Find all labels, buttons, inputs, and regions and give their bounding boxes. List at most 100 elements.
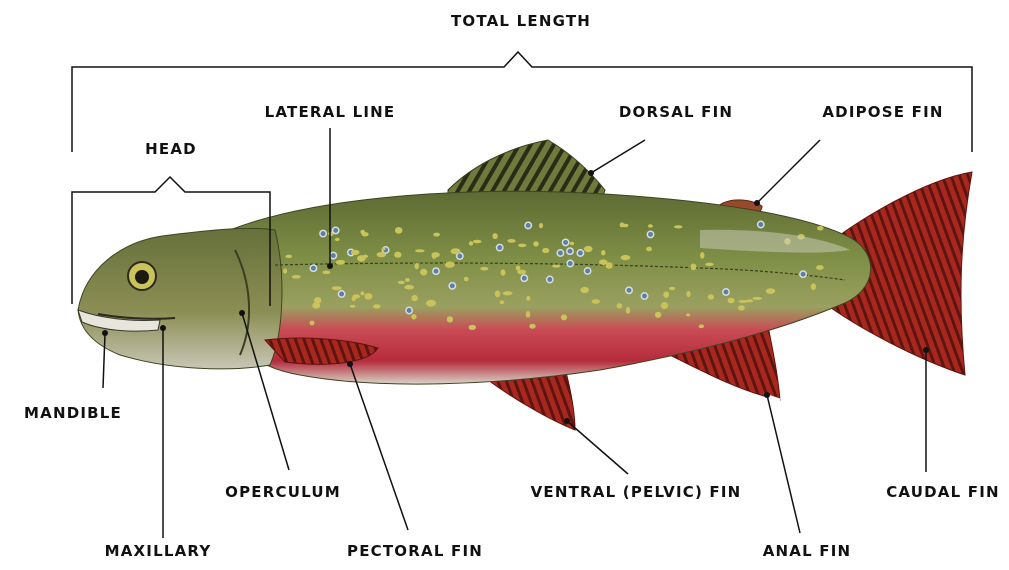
blue-spot [800,271,806,277]
yellow-spot [646,247,652,252]
yellow-spot [310,321,315,326]
yellow-spot [738,305,745,310]
blue-spot [567,260,573,266]
yellow-spot [312,302,320,309]
blue-spot [525,222,531,228]
blue-spot [320,230,326,236]
yellow-spot [816,265,824,270]
yellow-spot [415,263,419,270]
yellow-spot [728,298,735,303]
yellow-spot [570,242,574,245]
yellow-spot [617,303,623,308]
yellow-spot [817,226,824,231]
yellow-spot [663,291,669,298]
yellow-spot [473,240,482,244]
yellow-spot [766,288,775,294]
yellow-spot [420,269,427,276]
blue-spot [626,287,632,293]
yellow-spot [362,232,369,236]
yellow-spot [584,246,593,252]
yellow-spot [811,283,816,290]
yellow-spot [592,299,600,304]
blue-spot [577,250,583,256]
yellow-spot [501,269,506,276]
anal-fin-leader [767,395,800,533]
yellow-spot [705,263,714,266]
yellow-spot [542,248,549,253]
head-label: HEAD [145,140,197,158]
yellow-spot [552,265,560,268]
blue-spot [557,250,563,256]
blue-spot [562,239,568,245]
blue-spot [547,276,553,282]
caudal-fin-label: CAUDAL FIN [886,483,1000,501]
yellow-spot [405,278,410,282]
yellow-spot [373,304,381,308]
lateral-line-label: LATERAL LINE [265,103,396,121]
yellow-spot [601,250,605,255]
blue-spot [449,283,455,289]
yellow-spot [415,249,425,252]
yellow-spot [674,225,683,228]
yellow-spot [451,248,461,254]
yellow-spot [394,252,401,258]
adipose-fin-leader [757,140,820,203]
yellow-spot [529,324,535,329]
yellow-spot [286,255,293,258]
yellow-spot [622,224,628,227]
yellow-spot [433,233,440,237]
yellow-spot [332,286,342,290]
yellow-spot [395,227,403,234]
yellow-spot [500,300,505,304]
yellow-spot [360,291,364,295]
blue-spot [758,221,764,227]
yellow-spot [352,294,360,298]
yellow-spot [626,307,630,314]
yellow-spot [426,300,436,307]
yellow-spot [480,267,488,271]
blue-spot [497,244,503,250]
yellow-spot [335,238,340,241]
yellow-spot [700,252,704,259]
blue-spot [338,291,344,297]
operculum-label: OPERCULUM [225,483,341,501]
yellow-spot [364,293,372,299]
ventral-fin-leader [567,421,628,474]
adipose-fin-label: ADIPOSE FIN [822,103,943,121]
yellow-spot [382,247,386,250]
yellow-spot [533,241,539,246]
dorsal-fin-leader [591,140,645,173]
blue-spot [406,307,412,313]
pectoral-fin-label: PECTORAL FIN [347,542,483,560]
yellow-spot [526,296,530,301]
blue-spot [641,293,647,299]
yellow-spot [661,302,668,309]
yellow-spot [669,287,675,290]
yellow-spot [363,255,368,259]
yellow-spot [526,311,531,318]
dorsal-fin-label: DORSAL FIN [619,103,733,121]
yellow-spot [495,291,501,298]
yellow-spot [292,275,301,279]
yellow-spot [404,285,414,290]
yellow-spot [432,252,437,259]
yellow-spot [507,239,515,243]
yellow-spot [351,250,360,255]
blue-spot [723,289,729,295]
maxillary-label: MAXILLARY [105,542,212,560]
blue-spot [433,268,439,274]
yellow-spot [752,297,762,300]
yellow-spot [445,262,455,268]
yellow-spot [411,295,417,301]
yellow-spot [516,266,521,271]
yellow-spot [411,314,416,319]
yellow-spot [539,223,543,228]
pectoral-fin-leader [350,364,408,530]
blue-spot [310,265,316,271]
yellow-spot [686,313,690,316]
blue-spot [584,268,590,274]
blue-spot [521,275,527,281]
yellow-spot [648,224,653,228]
yellow-spot [283,268,287,273]
